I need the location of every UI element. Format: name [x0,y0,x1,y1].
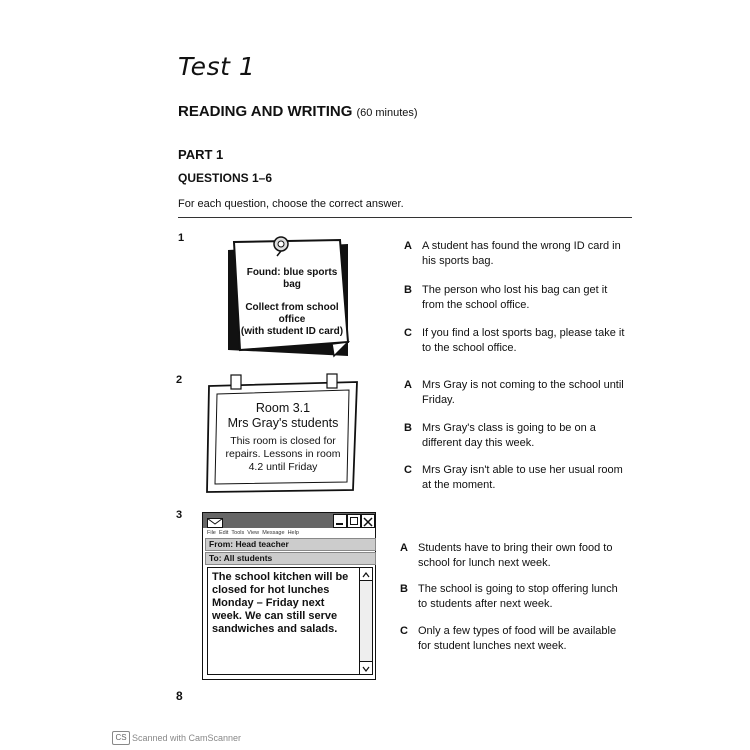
option-text: Students have to bring their own food to… [418,542,613,569]
camscanner-logo: CS [112,731,130,745]
notice-line-collect: Collect from school office [245,302,339,325]
minimize-icon[interactable] [333,514,347,528]
email-body-box: The school kitchen will be closed for ho… [207,567,360,675]
option-text: A student has found the wrong ID card in… [422,240,621,267]
option-1b[interactable]: B The person who lost his bag can get it … [404,283,627,313]
email-body-text: The school kitchen will be closed for ho… [212,571,349,635]
menu-view[interactable]: View [247,530,260,536]
section-time: (60 minutes) [356,107,418,119]
email-from-field: From: Head teacher [205,538,376,551]
question-number-3: 3 [176,509,183,521]
page-number: 8 [176,689,183,703]
option-2a[interactable]: A Mrs Gray is not coming to the school un… [404,378,627,408]
email-titlebar [203,513,375,528]
close-icon[interactable] [361,514,375,528]
test-title: Test 1 [178,52,256,81]
option-letter: B [400,583,408,595]
option-letter: C [404,464,412,476]
option-letter: A [400,542,408,554]
part-heading: PART 1 [178,147,224,162]
option-text: The school is going to stop offering lun… [418,583,618,610]
option-3b[interactable]: B The school is going to stop offering lu… [400,582,623,612]
menu-file[interactable]: File [207,530,216,536]
email-window: File Edit Tools View Message Help From: … [202,512,376,680]
notice-closed-text: This room is closed for repairs. Lessons… [225,435,341,473]
option-letter: C [404,327,412,339]
option-text: Mrs Gray's class is going to be on a dif… [422,422,596,449]
email-scrollbar[interactable] [359,567,373,675]
camscanner-watermark: Scanned with CamScanner [132,733,242,743]
email-to-field: To: All students [205,552,376,565]
option-text: The person who lost his bag can get it f… [422,284,608,311]
email-menu-bar: File Edit Tools View Message Help [207,530,299,536]
notice-line-id: (with student ID card) [240,326,344,337]
option-letter: B [404,284,412,296]
option-letter: C [400,625,408,637]
option-letter: A [404,240,412,252]
notice-teacher: Mrs Gray's students [227,416,339,430]
maximize-icon[interactable] [347,514,361,528]
section-title: READING AND WRITING [178,103,353,120]
menu-edit[interactable]: Edit [218,530,229,536]
section-heading: READING AND WRITING(60 minutes) [178,103,418,120]
room-closed-notice: Room 3.1 Mrs Gray's students This room i… [203,372,363,496]
divider [178,217,632,218]
option-3a[interactable]: A Students have to bring their own food t… [400,541,623,571]
option-3c[interactable]: C Only a few types of food will be availa… [400,624,623,654]
notice-line-found: Found: blue sports bag [246,267,338,290]
menu-tools[interactable]: Tools [231,530,245,536]
mail-icon [207,515,223,528]
scroll-down-icon[interactable] [360,661,372,674]
option-text: Mrs Gray is not coming to the school unt… [422,379,624,406]
option-text: Mrs Gray isn't able to use her usual roo… [422,464,623,491]
option-1a[interactable]: A A student has found the wrong ID card i… [404,239,627,269]
option-2b[interactable]: B Mrs Gray's class is going to be on a di… [404,421,627,451]
instruction-text: For each question, choose the correct an… [178,198,404,210]
questions-heading: QUESTIONS 1–6 [178,171,273,185]
option-letter: B [404,422,412,434]
notice-room: Room 3.1 [255,401,311,415]
menu-help[interactable]: Help [287,530,299,536]
option-1c[interactable]: C If you find a lost sports bag, please t… [404,326,627,356]
option-text: Only a few types of food will be availab… [418,625,617,652]
option-2c[interactable]: C Mrs Gray isn't able to use her usual ro… [404,463,627,493]
lost-bag-notice: Found: blue sports bag Collect from scho… [220,232,355,362]
notice-paper-shape [228,238,351,358]
scroll-up-icon[interactable] [360,568,372,581]
question-number-2: 2 [176,374,183,386]
notice-board-shape [206,373,358,493]
question-number-1: 1 [178,232,185,244]
option-letter: A [404,379,412,391]
menu-message[interactable]: Message [262,530,285,536]
option-text: If you find a lost sports bag, please ta… [422,327,625,354]
pushpin-icon [268,235,294,262]
